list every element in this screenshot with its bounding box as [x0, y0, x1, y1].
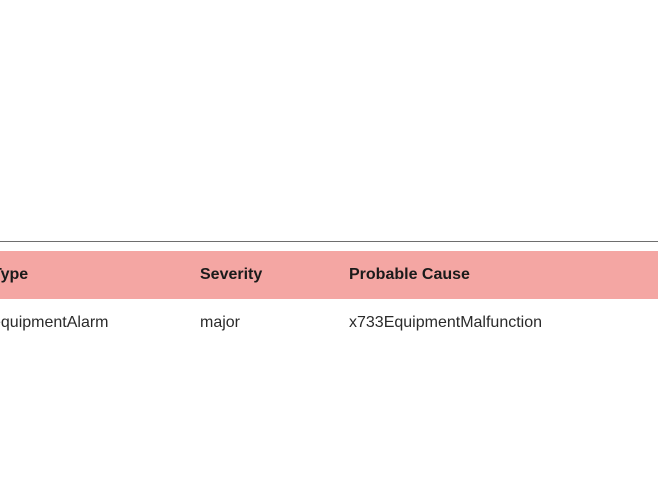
column-header-severity[interactable]: Severity: [200, 266, 263, 283]
section-divider: [0, 241, 658, 242]
column-header-type[interactable]: Type: [0, 266, 29, 283]
table-row[interactable]: equipmentAlarm major x733EquipmentMalfun…: [0, 299, 658, 347]
alarm-table: Type Severity Probable Cause equipmentAl…: [0, 251, 658, 347]
table-header-row: Type Severity Probable Cause: [0, 251, 658, 299]
cell-probable-cause: x733EquipmentMalfunction: [349, 314, 543, 331]
cell-type: equipmentAlarm: [0, 314, 109, 331]
column-header-probable-cause[interactable]: Probable Cause: [349, 266, 470, 283]
cell-severity: major: [200, 314, 241, 331]
